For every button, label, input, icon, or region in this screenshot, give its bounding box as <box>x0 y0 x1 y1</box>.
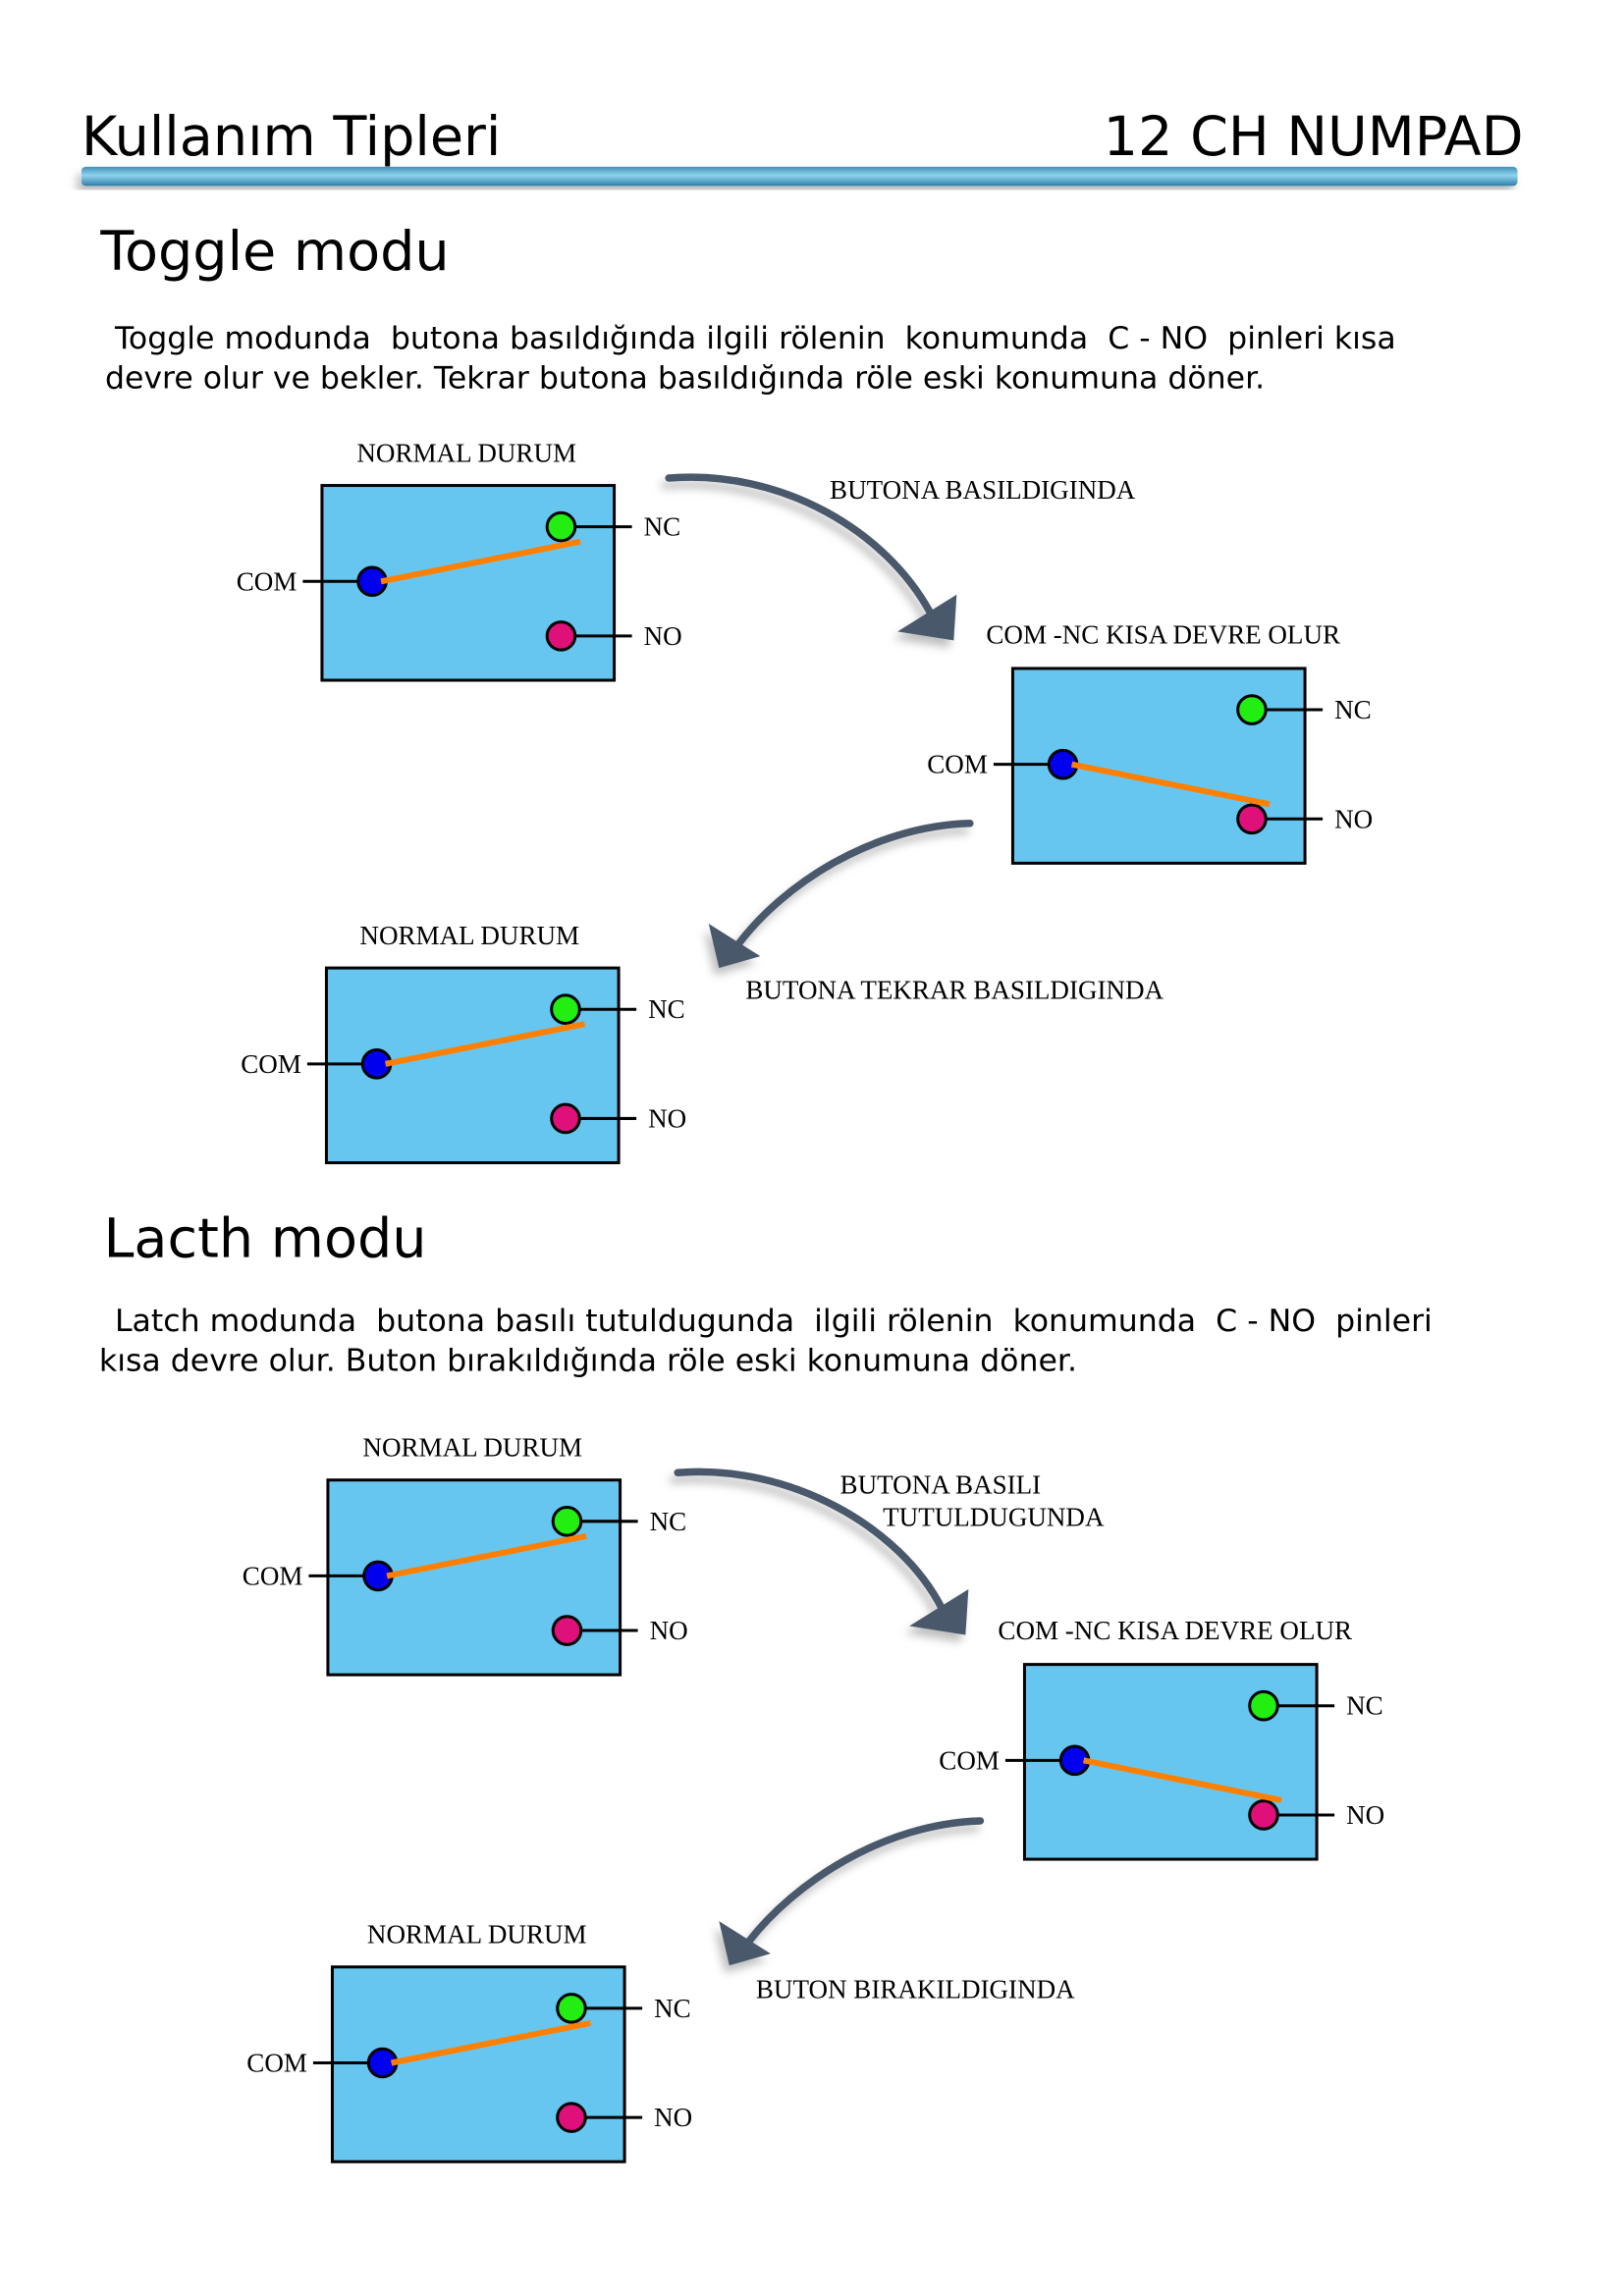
section-heading-latch: Lacth modu <box>103 1207 426 1271</box>
nc-pin <box>545 510 577 543</box>
latch-arrow-hold <box>674 1468 969 1635</box>
latch-normal-state-label: NORMAL DURUM <box>362 1433 582 1463</box>
toggle-active-state-label: COM -NC KISA DEVRE OLUR <box>986 619 1340 649</box>
no-pin <box>556 2102 587 2133</box>
toggle-relay-normal: COM NC NO <box>237 484 682 682</box>
arrow-head-icon <box>708 924 761 969</box>
product-name: 12 CH NUMPAD <box>1104 105 1524 169</box>
no-pin <box>545 620 577 652</box>
curved-arrow-shaft <box>665 473 935 616</box>
switch-lever <box>386 1532 587 1579</box>
arrow-head-icon <box>897 594 957 641</box>
nc-label: NC <box>648 994 685 1024</box>
nc-pin <box>551 1506 583 1537</box>
latch-relay-normal-2: COM NC NO <box>246 1965 692 2163</box>
no-label: NO <box>1334 804 1373 833</box>
nc-label: NC <box>1334 695 1372 724</box>
toggle-press-again-label: BUTONA TEKRAR BASILDIGINDA <box>745 976 1164 1005</box>
nc-pin <box>550 993 581 1025</box>
com-label: COM <box>237 566 298 596</box>
section-heading-toggle: Toggle modu <box>99 220 449 284</box>
switch-lever <box>380 538 581 585</box>
latch-relay-active: COM NC NO <box>939 1663 1384 1861</box>
com-label: COM <box>246 2049 307 2078</box>
com-label: COM <box>241 1049 301 1079</box>
no-label: NO <box>648 1103 686 1133</box>
switch-lever <box>1082 1757 1282 1803</box>
latch-hold-label-line-1: BUTONA BASILI <box>840 1469 1042 1499</box>
no-label: NO <box>1346 1800 1384 1830</box>
curved-arrow-shaft <box>674 1468 947 1613</box>
com-label: COM <box>939 1745 1000 1775</box>
toggle-description-line-1: Toggle modunda butona basıldığında ilgil… <box>105 321 1396 356</box>
toggle-relay-normal-2: COM NC NO <box>241 966 686 1165</box>
nc-pin <box>1248 1689 1279 1722</box>
no-pin <box>551 1615 583 1646</box>
switch-lever <box>384 1021 586 1067</box>
nc-label: NC <box>650 1507 687 1536</box>
toggle-normal-state-label-2: NORMAL DURUM <box>359 921 579 950</box>
no-label: NO <box>644 621 682 651</box>
no-pin <box>1236 803 1268 835</box>
latch-normal-state-label-2: NORMAL DURUM <box>367 1920 587 1949</box>
toggle-arrow-press-again <box>708 820 974 969</box>
latch-description-line-2: kısa devre olur. Buton bırakıldığında rö… <box>99 1343 1077 1378</box>
toggle-arrow-press <box>665 473 957 641</box>
latch-active-state-label: COM -NC KISA DEVRE OLUR <box>998 1616 1352 1645</box>
latch-relay-normal: COM NC NO <box>243 1478 688 1677</box>
switch-lever <box>390 2019 592 2066</box>
toggle-description-line-2: devre olur ve bekler. Tekrar butona bası… <box>105 360 1265 396</box>
nc-label: NC <box>654 1994 691 2023</box>
arrow-head-icon <box>719 1921 771 1966</box>
toggle-relay-active: COM NC NO <box>927 667 1373 865</box>
toggle-normal-state-label: NORMAL DURUM <box>356 439 576 468</box>
nc-pin <box>1236 694 1268 725</box>
nc-pin <box>556 1993 587 2024</box>
toggle-press-label: BUTONA BASILDIGINDA <box>830 475 1136 505</box>
no-pin <box>550 1102 581 1135</box>
curved-arrow-shaft <box>734 820 974 948</box>
curved-arrow-shaft <box>744 1817 985 1946</box>
nc-label: NC <box>1346 1691 1383 1721</box>
nc-label: NC <box>644 512 681 542</box>
header-divider-bar <box>81 166 1518 187</box>
no-label: NO <box>650 1616 688 1645</box>
arrow-head-icon <box>909 1588 969 1635</box>
page-title: Kullanım Tipleri <box>81 105 501 169</box>
latch-arrow-release <box>719 1817 985 1966</box>
latch-description-line-1: Latch modunda butona basılı tutuldugunda… <box>105 1304 1433 1339</box>
no-pin <box>1248 1799 1279 1831</box>
no-label: NO <box>654 2103 692 2132</box>
switch-lever <box>1070 761 1271 808</box>
latch-release-label: BUTON BIRAKILDIGINDA <box>756 1974 1075 2003</box>
latch-hold-label-line-2: TUTULDUGUNDA <box>883 1502 1105 1531</box>
com-label: COM <box>927 750 988 779</box>
com-label: COM <box>243 1561 303 1590</box>
